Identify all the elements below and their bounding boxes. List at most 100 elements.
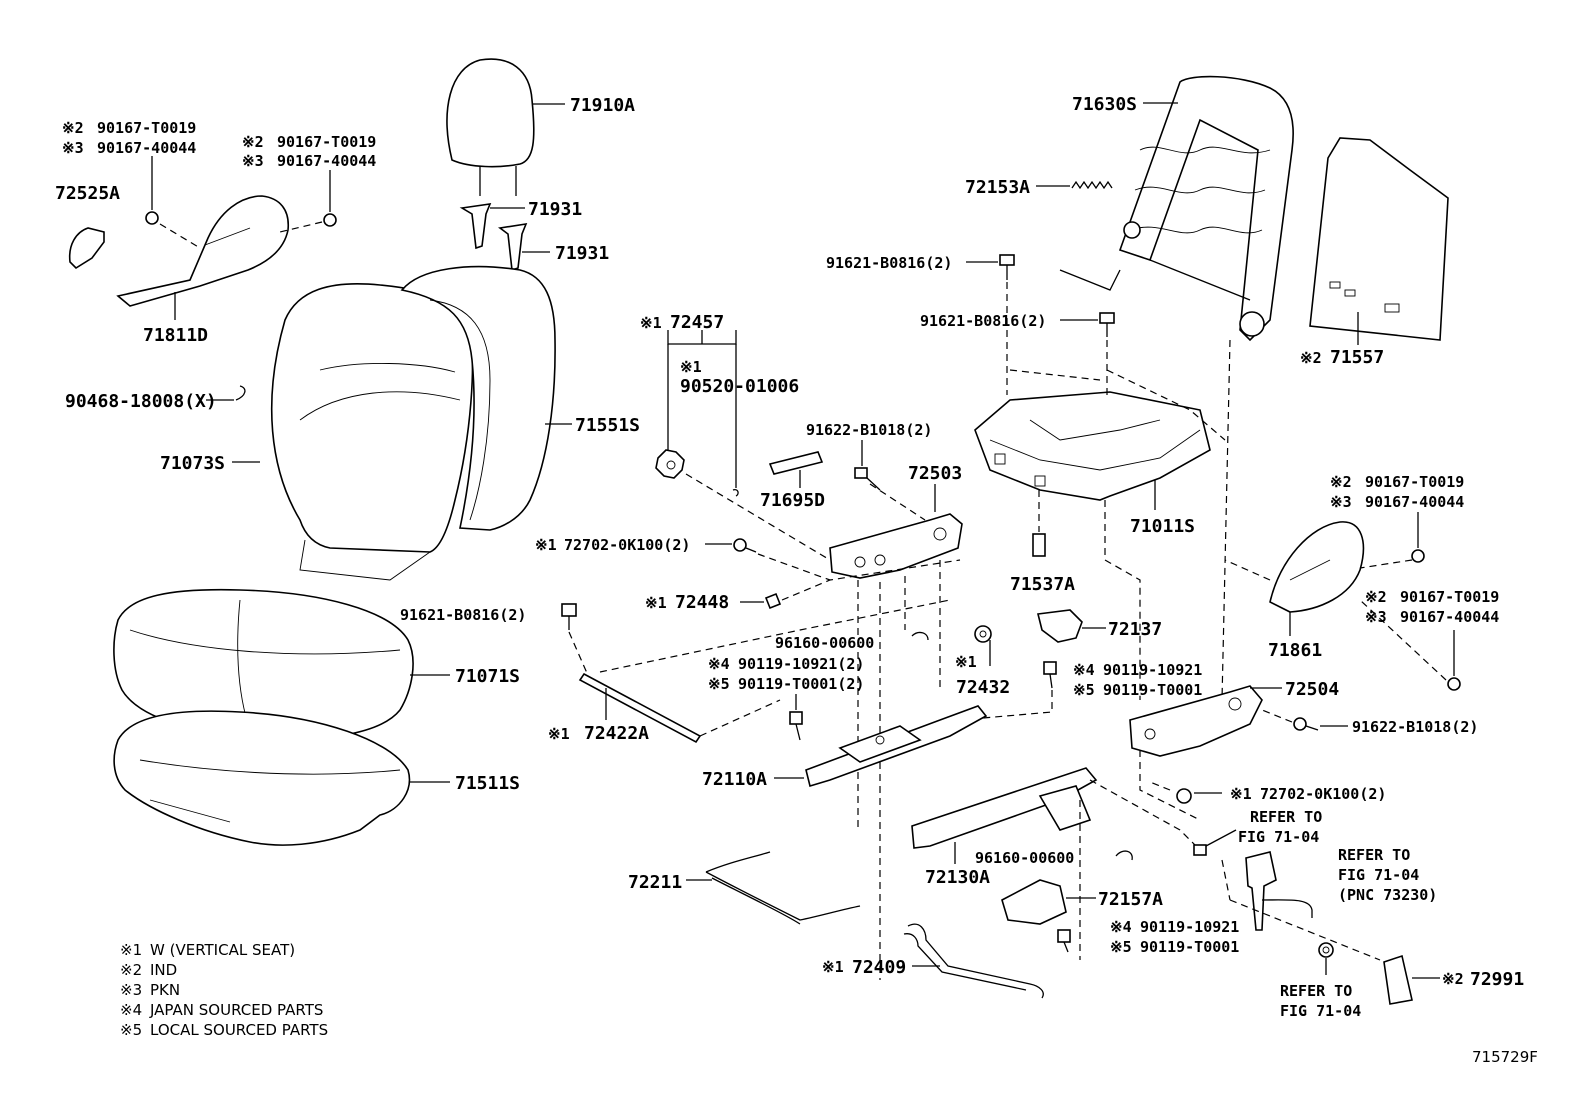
label-90119-b: 90119-T0001(2) — [738, 675, 864, 693]
label-tr1: 90167-T0019 — [1365, 473, 1464, 491]
board-71557[interactable] — [1309, 137, 1449, 341]
bolt-91621-a[interactable] — [1099, 312, 1115, 337]
label-72157A: 72157A — [1098, 889, 1163, 910]
label-refer1b: FIG 71-04 — [1238, 828, 1319, 846]
cover-72991[interactable] — [1383, 954, 1413, 1005]
label-72211: 72211 — [628, 872, 682, 893]
label-72702-a: 72702-0K100(2) — [564, 536, 690, 554]
label-96160-a: 96160-00600 — [775, 634, 874, 652]
label-90520: 90520-01006 — [680, 376, 799, 397]
seatback-cover-71073S[interactable] — [270, 282, 474, 581]
mark-90520: ※1 — [680, 358, 702, 376]
shield-71811D[interactable] — [116, 195, 289, 307]
bolt-91621-b[interactable] — [999, 254, 1015, 280]
bolt-90119-bottom[interactable] — [1057, 929, 1071, 953]
label-90119-e: 90119-10921 — [1140, 918, 1239, 936]
label-91621-a: 91621-B0816(2) — [920, 312, 1046, 330]
legend-text-5: LOCAL SOURCED PARTS — [150, 1021, 328, 1039]
label-72702-b: 72702-0K100(2) — [1260, 785, 1386, 803]
mark-90119-c: ※4 — [1073, 661, 1095, 679]
mark-72422A: ※1 — [548, 725, 570, 743]
seatback-pad-71551S[interactable] — [400, 265, 556, 531]
label-90119-a: 90119-10921(2) — [738, 655, 864, 673]
diagram-id: 715729F — [1472, 1048, 1538, 1066]
cushion-pad-71511S[interactable] — [113, 710, 411, 846]
label-72432: 72432 — [956, 677, 1010, 698]
mark-tr2: ※3 — [1330, 493, 1352, 511]
label-refer1a: REFER TO — [1250, 808, 1322, 826]
bolt-72702-b[interactable] — [1176, 788, 1192, 804]
screw-right-top[interactable] — [1411, 512, 1425, 563]
screw-top-left[interactable] — [145, 156, 201, 249]
bar-72409[interactable] — [903, 923, 1044, 999]
clip-71537A[interactable] — [1032, 533, 1046, 557]
legend-text-3: PKN — [150, 981, 180, 999]
label-90468: 90468-18008(X) — [65, 391, 217, 412]
cover-72525A[interactable] — [68, 227, 105, 270]
label-71071S: 71071S — [455, 666, 520, 687]
label-90119-d: 90119-T0001 — [1103, 681, 1202, 699]
label-refer2c: (PNC 73230) — [1338, 886, 1437, 904]
label-71011S: 71011S — [1130, 516, 1195, 537]
cover-72157A[interactable] — [1001, 879, 1067, 925]
mark-90119-a: ※4 — [708, 655, 730, 673]
label-tl2: 90167-40044 — [97, 139, 196, 157]
label-71910A: 71910A — [570, 95, 635, 116]
mark-tm2: ※3 — [242, 152, 264, 170]
mark-72409: ※1 — [822, 958, 844, 976]
legend-mark-2: ※2 — [120, 961, 142, 979]
wire-72211[interactable] — [705, 851, 861, 925]
knob-72457[interactable] — [655, 449, 685, 479]
seatback-frame-71630S[interactable] — [1118, 75, 1294, 342]
tube-71695D[interactable] — [768, 451, 824, 475]
mark-tm1: ※2 — [242, 133, 264, 151]
bolt-72702-a[interactable] — [733, 538, 757, 553]
mark-tl2: ※3 — [62, 139, 84, 157]
label-90119-f: 90119-T0001 — [1140, 938, 1239, 956]
mark-72991: ※2 — [1442, 970, 1464, 988]
screw-top-mid[interactable] — [279, 170, 337, 233]
bolt-90119-right[interactable] — [1043, 661, 1057, 689]
mark-90119-d: ※5 — [1073, 681, 1095, 699]
label-72504: 72504 — [1285, 679, 1339, 700]
seat-track-72130A[interactable] — [911, 767, 1098, 849]
label-71811D: 71811D — [143, 325, 208, 346]
hog-ring-90468[interactable] — [235, 385, 246, 401]
cushion-frame-71011S[interactable] — [974, 391, 1211, 501]
mark-tr1: ※2 — [1330, 473, 1352, 491]
recliner-72503[interactable] — [829, 513, 963, 579]
rod-72422A[interactable] — [578, 672, 702, 744]
bolt-91622-b[interactable] — [1293, 717, 1319, 731]
label-71073S: 71073S — [160, 453, 225, 474]
legend: ※1 W (VERTICAL SEAT) ※2 IND ※3 PKN ※4 JA… — [120, 941, 328, 1039]
label-90119-c: 90119-10921 — [1103, 661, 1202, 679]
seat-track-72110A[interactable] — [805, 705, 988, 788]
cover-72137[interactable] — [1037, 609, 1083, 643]
bolt-91622-a[interactable] — [854, 467, 881, 491]
headrest-71910A[interactable] — [446, 58, 535, 196]
buckle-73230[interactable] — [1245, 851, 1313, 931]
clip-refer-1[interactable] — [1193, 844, 1207, 856]
label-72503: 72503 — [908, 463, 962, 484]
bolt-90119-left[interactable] — [789, 711, 803, 741]
legend-mark-4: ※4 — [120, 1001, 142, 1019]
shield-71861[interactable] — [1269, 521, 1365, 613]
label-96160-b: 96160-00600 — [975, 849, 1074, 867]
label-72422A: 72422A — [584, 723, 649, 744]
cap-72448[interactable] — [764, 592, 782, 610]
recliner-72504[interactable] — [1129, 685, 1263, 757]
bolt-91621-c[interactable] — [561, 603, 577, 630]
label-tr2: 90167-40044 — [1365, 493, 1464, 511]
nut-72432[interactable] — [974, 625, 992, 643]
label-72991: 72991 — [1470, 969, 1524, 990]
nut-refer-3[interactable] — [1318, 942, 1334, 958]
spring-72153A[interactable] — [1059, 180, 1121, 291]
mark-90119-f: ※5 — [1110, 938, 1132, 956]
clip-96160-b[interactable] — [1115, 850, 1133, 861]
pin-90520[interactable] — [732, 488, 739, 497]
legend-text-4: JAPAN SOURCED PARTS — [149, 1001, 323, 1019]
label-91622-b: 91622-B1018(2) — [1352, 718, 1478, 736]
headrest-guide-71931[interactable] — [459, 203, 528, 272]
screw-right-bottom[interactable] — [1447, 630, 1461, 691]
clip-96160-a[interactable] — [911, 631, 929, 641]
